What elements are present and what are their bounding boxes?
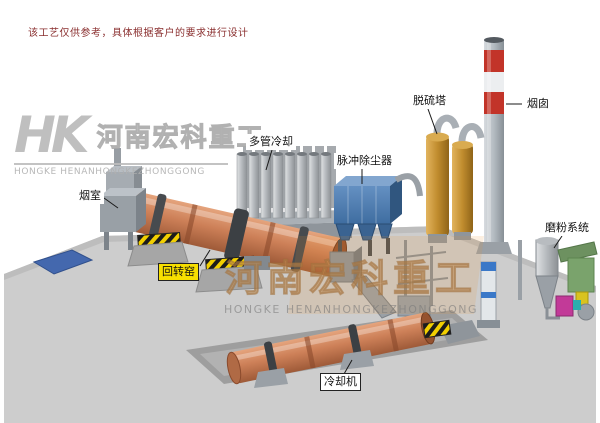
watermark-tint (288, 236, 484, 314)
brand-watermark: HK 河南宏科重工 HONGKE HENANHONGKEZHONGGONG (14, 110, 265, 177)
label-pulse-dust-collector: 脉冲除尘器 (334, 153, 395, 169)
label-multi-tube-cooler: 多管冷却 (246, 134, 296, 150)
label-desulfurization-tower: 脱硫塔 (410, 93, 449, 109)
chimney (476, 37, 512, 254)
leader-desulfurization-tower (427, 108, 438, 135)
label-chimney: 烟囱 (524, 96, 552, 112)
center-watermark: 河南宏科重工 HONGKE HENANHONGKEZHONGGONG (224, 248, 479, 317)
chimney-base-unit (477, 261, 500, 328)
logo-company-name-en: HONGKE HENANHONGKEZHONGGONG (14, 163, 228, 177)
desulfurization-towers (426, 114, 485, 243)
logo-hk-monogram: HK (14, 106, 90, 164)
kiln-support-stations (127, 232, 270, 293)
leader-smoke-chamber (103, 197, 119, 209)
label-grinding-system: 磨粉系统 (542, 220, 592, 236)
grinding-system (518, 237, 598, 321)
watermark-text-en: HONGKE HENANHONGKEZHONGGONG (224, 303, 479, 316)
pulse-dust-collector (334, 173, 423, 256)
smoke-chamber (100, 148, 146, 250)
disclaimer-text: 该工艺仅供参考，具体根据客户的要求进行设计 (28, 28, 249, 39)
leader-cooling-machine (343, 359, 353, 375)
leader-grinding-system (553, 235, 563, 249)
ground-platform (4, 226, 596, 423)
label-rotary-kiln: 回转窑 (158, 263, 199, 281)
leader-rotary-kiln (199, 249, 211, 267)
watermark-text-cn: 河南宏科重工 (225, 257, 478, 301)
kiln-hood-and-platforms (329, 240, 480, 344)
label-cooling-machine: 冷却机 (320, 373, 361, 391)
label-smoke-chamber: 烟室 (76, 188, 104, 204)
leader-lines (103, 103, 563, 375)
brand-watermark-row: HK 河南宏科重工 (14, 110, 265, 160)
leader-multi-tube-cooler (265, 149, 273, 171)
multi-tube-cooler (230, 146, 352, 242)
blue-pad (32, 249, 94, 275)
logo-company-name-cn: 河南宏科重工 (96, 122, 265, 153)
cooling-machine-supports (254, 319, 452, 388)
